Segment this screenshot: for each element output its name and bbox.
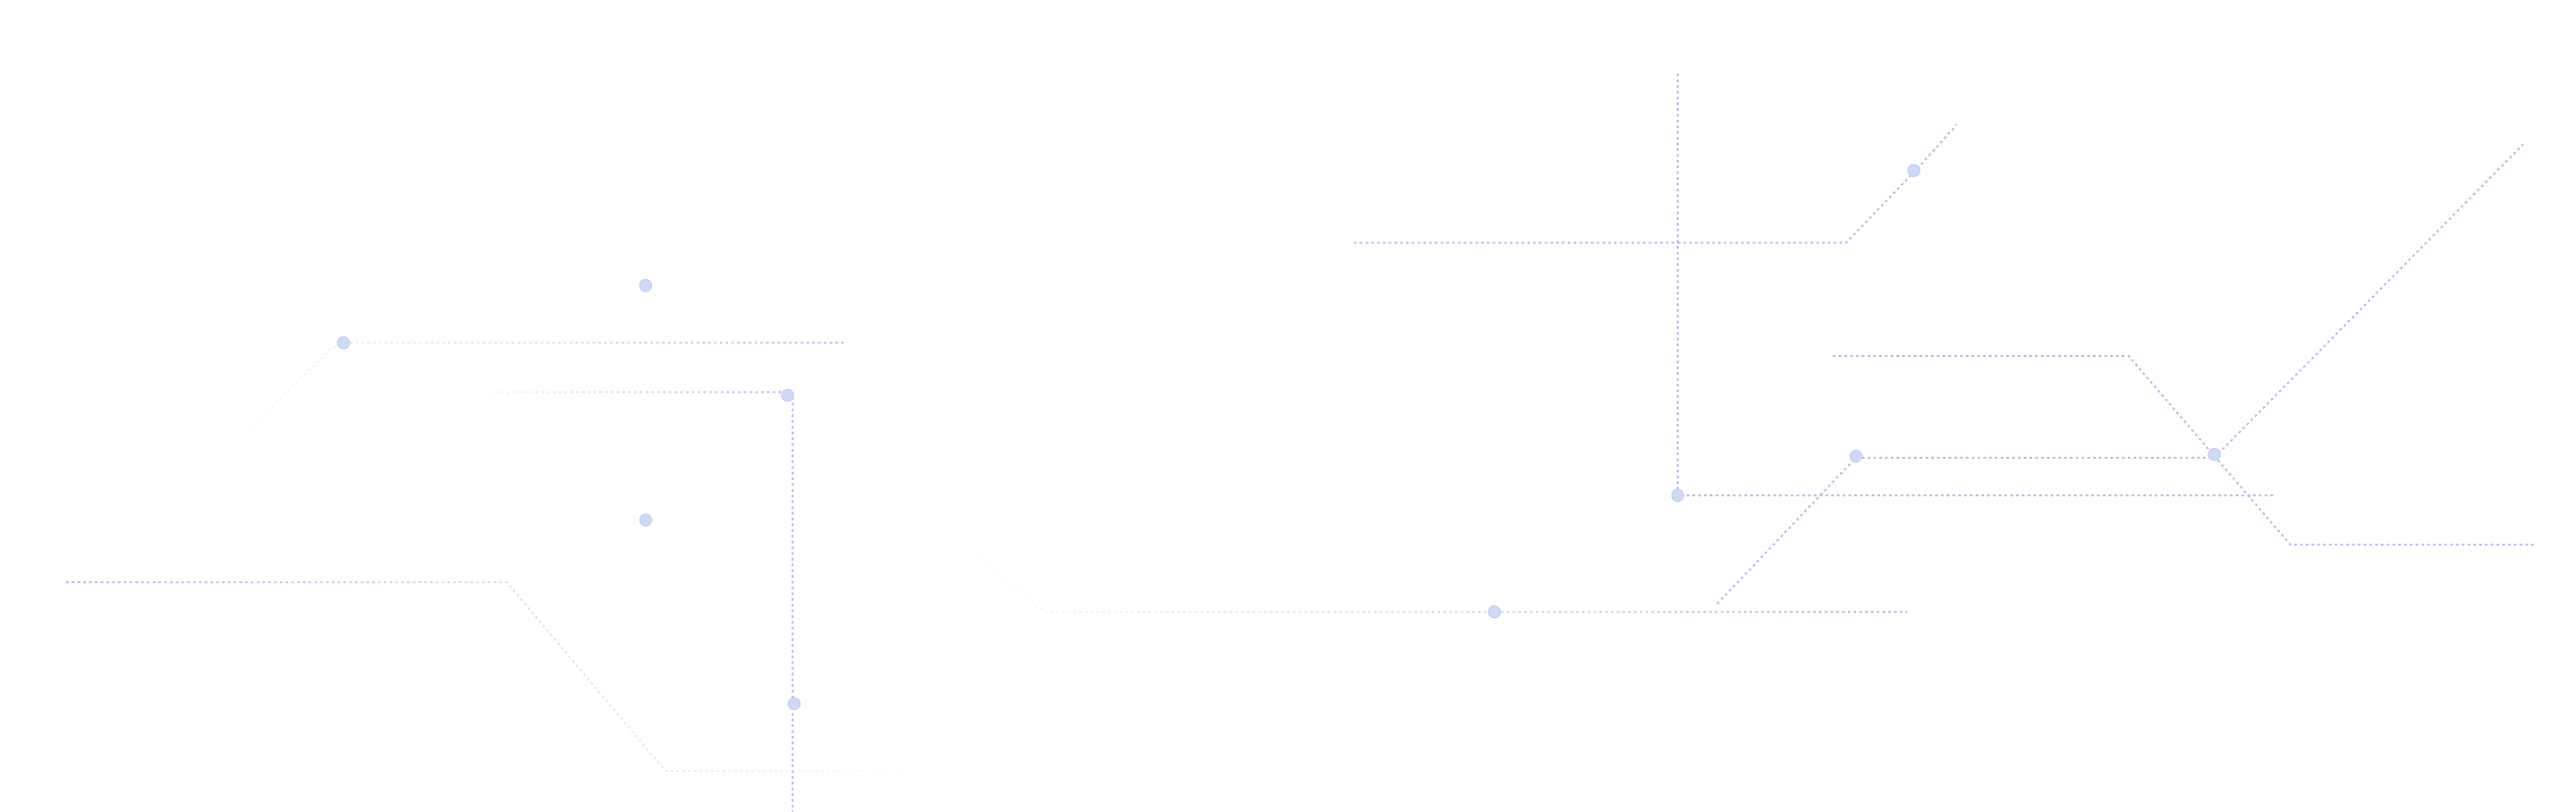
circuit-line [1676, 73, 2275, 496]
circuit-node [1849, 449, 1863, 463]
circuit-line [65, 581, 958, 773]
circuit-node [2207, 447, 2221, 461]
circuit-line [891, 479, 1908, 613]
circuit-line [1833, 355, 2535, 546]
circuit-line [437, 391, 794, 812]
circuit-line [197, 342, 846, 482]
circuit-node [781, 388, 794, 402]
circuit-line [1353, 123, 1958, 244]
circuit-node [1487, 605, 1501, 619]
circuit-node [1907, 164, 1920, 177]
circuit-node [639, 513, 653, 527]
circuit-node [1671, 488, 1684, 503]
circuit-node [639, 279, 653, 292]
circuit-node [787, 697, 801, 711]
circuit-node [336, 336, 351, 350]
circuit-line [1716, 143, 2524, 605]
